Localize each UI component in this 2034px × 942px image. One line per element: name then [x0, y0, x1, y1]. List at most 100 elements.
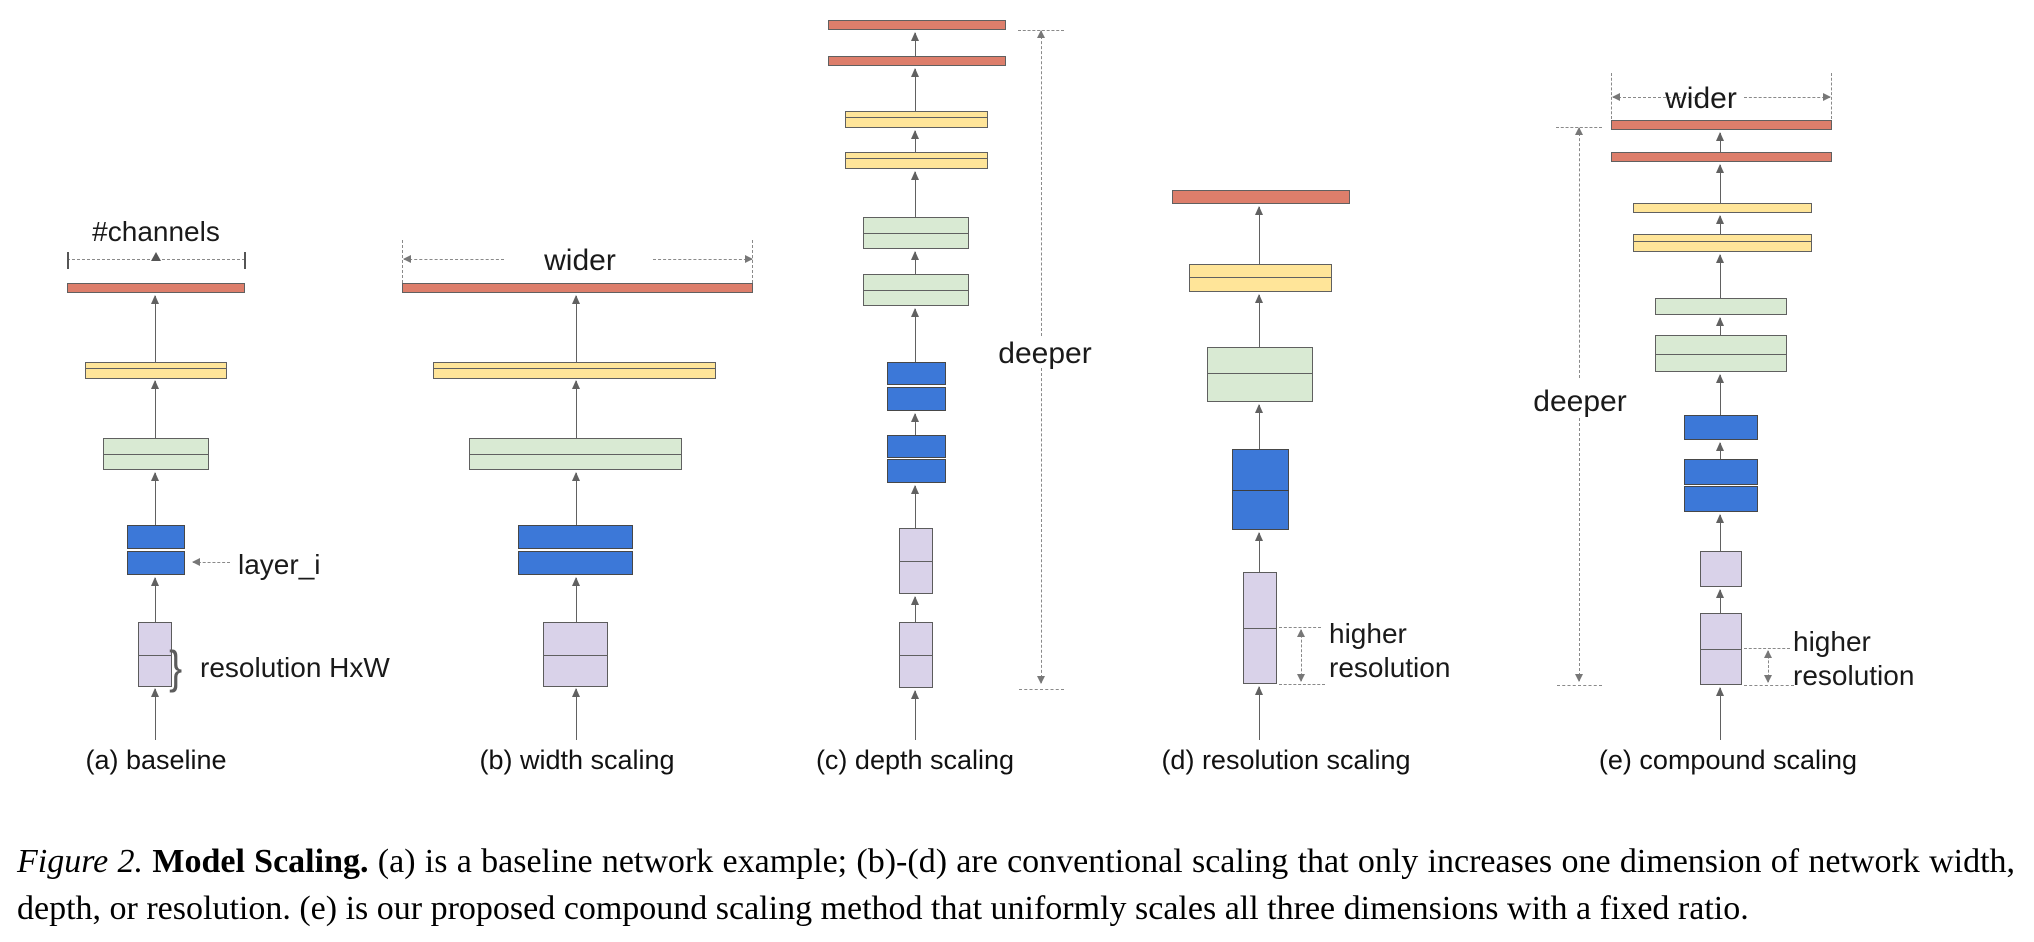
flow-arrow: [1715, 589, 1724, 613]
channels-label: #channels: [92, 216, 220, 247]
red-bar: [1611, 120, 1832, 130]
purple-block: [1243, 572, 1277, 684]
wider-arrow-left: [403, 255, 504, 263]
flow-arrow: [571, 577, 580, 622]
purple-block: [899, 622, 933, 688]
higher-resolution-line2: resolution: [1793, 660, 1915, 691]
flow-arrow: [150, 577, 159, 622]
resolution-cap-bottom: [1744, 685, 1794, 686]
wider-extent-left: [1611, 73, 1612, 119]
blue-block: [1684, 415, 1758, 440]
figure-title: Model Scaling.: [152, 843, 369, 880]
yellow-bar: [433, 362, 716, 379]
wider-arrow-right: [1744, 93, 1831, 101]
layer-pointer-arrow: [192, 558, 230, 566]
purple-block: [138, 622, 172, 687]
purple-block: [1700, 551, 1742, 587]
deeper-label: deeper: [998, 337, 1092, 370]
flow-arrow: [910, 32, 919, 56]
deeper-measure-upper: [1575, 127, 1583, 378]
bracket-tick-right: [244, 252, 246, 269]
resolution-hxw-label: resolution HxW: [200, 652, 390, 683]
blue-block: [887, 435, 946, 458]
flow-arrow: [1715, 317, 1724, 335]
wider-arrow-right: [653, 255, 753, 263]
layer-label: layer_i: [238, 549, 321, 580]
flow-arrow: [1254, 686, 1263, 740]
blue-block: [887, 387, 946, 411]
blue-block: [887, 362, 946, 385]
flow-arrow: [150, 380, 159, 438]
flow-arrow: [150, 472, 159, 525]
flow-arrow: [571, 295, 580, 362]
red-bar: [67, 283, 245, 293]
flow-arrow: [910, 130, 919, 152]
green-bar: [863, 274, 969, 306]
yellow-bar: [1633, 203, 1812, 213]
resolution-measure: [1764, 650, 1772, 683]
diagram-c-caption: (c) depth scaling: [815, 745, 1015, 775]
flow-arrow: [910, 690, 919, 740]
green-bar: [863, 217, 969, 249]
blue-block: [127, 525, 185, 549]
deeper-measure-upper: [1037, 30, 1045, 336]
flow-arrow: [1715, 374, 1724, 415]
red-bar: [402, 283, 753, 293]
deeper-measure-lower: [1575, 418, 1583, 682]
blue-block: [887, 459, 946, 483]
resolution-cap-bottom: [1279, 684, 1325, 685]
blue-block: [1684, 486, 1758, 512]
deeper-measure-lower: [1037, 368, 1045, 684]
flow-arrow: [910, 171, 919, 217]
red-bar: [828, 20, 1006, 30]
green-bar: [1655, 335, 1787, 372]
flow-arrow: [1254, 532, 1263, 572]
flow-arrow: [150, 688, 159, 740]
yellow-bar: [1633, 234, 1812, 252]
flow-arrow: [910, 596, 919, 622]
flow-arrow: [1254, 294, 1263, 347]
higher-resolution-line2: resolution: [1329, 652, 1451, 683]
red-bar: [1611, 152, 1832, 162]
yellow-bar: [85, 362, 227, 379]
figure-number: Figure 2.: [17, 843, 144, 880]
blue-block: [1684, 459, 1758, 485]
flow-arrow: [1715, 215, 1724, 234]
diagram-b-caption: (b) width scaling: [479, 745, 675, 775]
wider-label: wider: [544, 244, 616, 277]
purple-block: [1700, 613, 1742, 685]
figure-caption: Figure 2. Model Scaling. (a) is a baseli…: [17, 838, 2015, 932]
yellow-bar: [1189, 264, 1332, 292]
blue-block: [518, 525, 633, 549]
flow-arrow: [910, 251, 919, 274]
higher-resolution-line1: higher: [1329, 618, 1407, 649]
green-bar: [1655, 298, 1787, 315]
red-bar: [828, 56, 1006, 66]
yellow-bar: [845, 152, 988, 169]
green-bar: [469, 438, 682, 470]
red-bar: [1172, 190, 1350, 204]
blue-block: [127, 551, 185, 575]
deeper-cap-bottom: [1557, 685, 1602, 686]
higher-resolution-label: higher resolution: [1793, 625, 1914, 693]
flow-arrow: [910, 308, 919, 362]
wider-extent-left: [402, 240, 403, 283]
brace-icon: }: [169, 641, 183, 693]
flow-arrow: [1715, 442, 1724, 459]
yellow-bar: [845, 111, 988, 128]
resolution-cap-top: [1744, 648, 1790, 649]
diagram-d-caption: (d) resolution scaling: [1161, 745, 1411, 775]
flow-arrow: [1715, 254, 1724, 298]
flow-arrow: [910, 413, 919, 435]
flow-arrow: [1715, 164, 1724, 203]
flow-arrow: [1254, 404, 1263, 449]
flow-arrow: [1715, 514, 1724, 551]
diagram-e-caption: (e) compound scaling: [1598, 745, 1858, 775]
higher-resolution-label: higher resolution: [1329, 617, 1450, 685]
bracket-tick-left: [67, 252, 69, 269]
flow-arrow: [1715, 132, 1724, 152]
flow-arrow: [910, 485, 919, 528]
flow-arrow: [1715, 687, 1724, 740]
green-bar: [1207, 347, 1313, 402]
